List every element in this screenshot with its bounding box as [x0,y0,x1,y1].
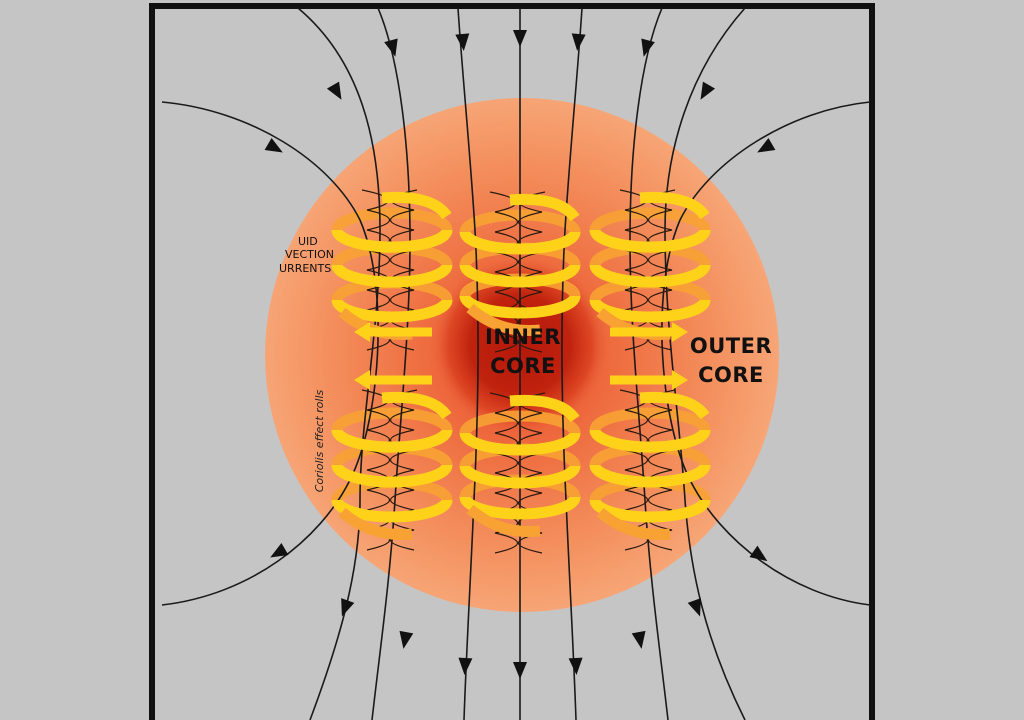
field-line [561,7,583,720]
arrowhead-icon [631,630,646,649]
arrowhead-icon [384,38,398,57]
twisted-line [648,389,676,551]
twisted-line [361,389,390,551]
arrowhead-icon [326,81,342,100]
spiral-coil-front [331,299,453,323]
field-line [161,101,379,606]
twisted-line [648,189,676,351]
spiral-coil-back [331,407,453,431]
spiral-cap [509,193,580,222]
twisted-line [619,189,648,351]
arrowhead-icon [341,598,355,617]
spirals-front [331,191,711,541]
arrowhead-icon [264,137,283,153]
spiral-coil-front [589,264,711,288]
outer-core-label-1: OUTER [690,334,772,358]
spiral-cap [381,391,452,420]
spiral-cap [509,394,580,423]
spiral-tail [596,507,671,541]
flow-arrows [354,322,688,390]
spiral-tail [466,504,541,538]
arrowhead-icon [513,662,527,679]
flow-arrow-icon [672,322,688,342]
spiral-coil-front [459,295,581,319]
field-arrowheads [264,30,776,679]
spiral-coil-front [589,464,711,488]
spiral-coil-front [459,264,581,288]
spiral-coil-back [331,207,453,231]
spiral-coil-back [589,407,711,431]
spiral-cap [639,391,710,420]
inner-core-label-2: CORE [490,354,556,378]
arrowhead-icon [458,657,473,675]
spiral-tail [466,303,541,337]
inner-core-label-1: INNER [485,325,561,349]
arrowhead-icon [455,33,470,51]
flow-arrow-icon [354,370,370,390]
arrowhead-icon [641,38,655,57]
arrowhead-icon [571,33,586,51]
twisted-line [390,389,418,551]
spiral-coil-front [331,264,453,288]
arrowhead-icon [399,630,414,649]
coriolis-label: Coriolis effect rolls [313,389,326,492]
spiral-coil-front [331,429,453,453]
arrowhead-icon [687,598,701,617]
field-line [457,7,479,720]
arrowhead-icon [757,137,776,153]
convection-label-1: UID [298,235,318,248]
spiral-coil-back [589,207,711,231]
flow-arrow-icon [354,322,370,342]
spiral-coil-front [459,496,581,520]
outer-core-label-2: CORE [698,363,764,387]
convection-label-3: URRENTS [279,262,331,275]
spiral-tail [338,507,413,541]
spiral-cap [639,191,710,220]
arrowhead-icon [749,545,768,562]
spiral-coil-front [331,229,453,253]
arrowhead-icon [513,30,527,47]
spiral-coil-front [589,229,711,253]
spiral-coil-front [589,299,711,323]
spiral-coil-front [589,499,711,523]
spiral-coil-front [331,464,453,488]
arrowhead-icon [568,657,583,675]
spiral-coil-front [589,429,711,453]
spiral-coil-front [331,499,453,523]
arrowhead-icon [700,81,716,100]
flow-arrow-icon [672,370,688,390]
twisted-line [361,189,390,351]
field-line [629,7,669,720]
spiral-coil-front [459,465,581,489]
spiral-cap [381,191,452,220]
twisted-line [390,189,418,351]
frame [149,3,875,720]
spiral-coil-front [459,231,581,255]
twisted-line [619,389,648,551]
spiral-coil-front [459,432,581,456]
field-line [371,7,411,720]
convection-label-2: VECTION [285,248,334,261]
arrowhead-icon [270,542,289,558]
field-line [661,101,871,606]
